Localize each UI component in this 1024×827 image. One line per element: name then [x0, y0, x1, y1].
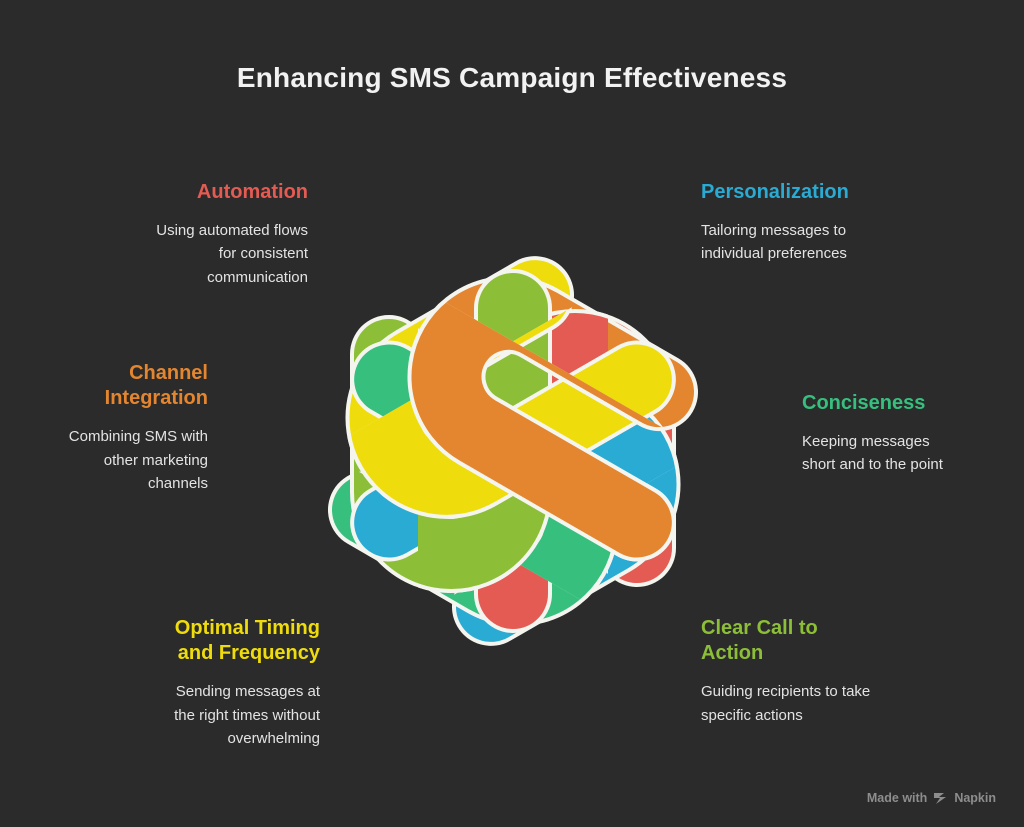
- label-heading-optimal-timing: Optimal Timing and Frequency: [174, 617, 320, 665]
- label-block-automation: Automation Using automated flows for con…: [60, 180, 308, 289]
- label-block-clear-call-to-action: Clear Call to Action Guiding recipients …: [701, 616, 949, 727]
- label-heading-clear-call-to-action: Clear Call to Action: [701, 617, 818, 665]
- watermark-brand-label: Napkin: [954, 791, 996, 805]
- label-heading-personalization: Personalization: [701, 181, 849, 203]
- label-block-conciseness: Conciseness Keeping messages short and t…: [802, 391, 1020, 477]
- label-body-clear-call-to-action: Guiding recipients to take specific acti…: [701, 683, 871, 724]
- label-body-conciseness: Keeping messages short and to the point: [802, 433, 943, 474]
- label-heading-conciseness: Conciseness: [802, 392, 926, 414]
- napkin-logo-icon: [934, 792, 947, 804]
- label-body-channel-integration: Combining SMS with other marketing chann…: [68, 428, 208, 492]
- label-heading-automation: Automation: [196, 181, 308, 203]
- napkin-watermark: Made with Napkin: [867, 791, 996, 805]
- watermark-made-with-label: Made with: [866, 791, 928, 805]
- label-heading-channel-integration: Channel Integration: [104, 362, 208, 410]
- label-block-optimal-timing: Optimal Timing and Frequency Sending mes…: [84, 616, 320, 750]
- label-body-automation: Using automated flows for consistent com…: [156, 222, 308, 286]
- label-block-personalization: Personalization Tailoring messages to in…: [701, 180, 961, 266]
- label-block-channel-integration: Channel Integration Combining SMS with o…: [0, 361, 208, 495]
- page-title: Enhancing SMS Campaign Effectiveness: [236, 62, 788, 93]
- label-body-optimal-timing: Sending messages at the right times with…: [174, 683, 320, 747]
- label-body-personalization: Tailoring messages to individual prefere…: [701, 222, 847, 263]
